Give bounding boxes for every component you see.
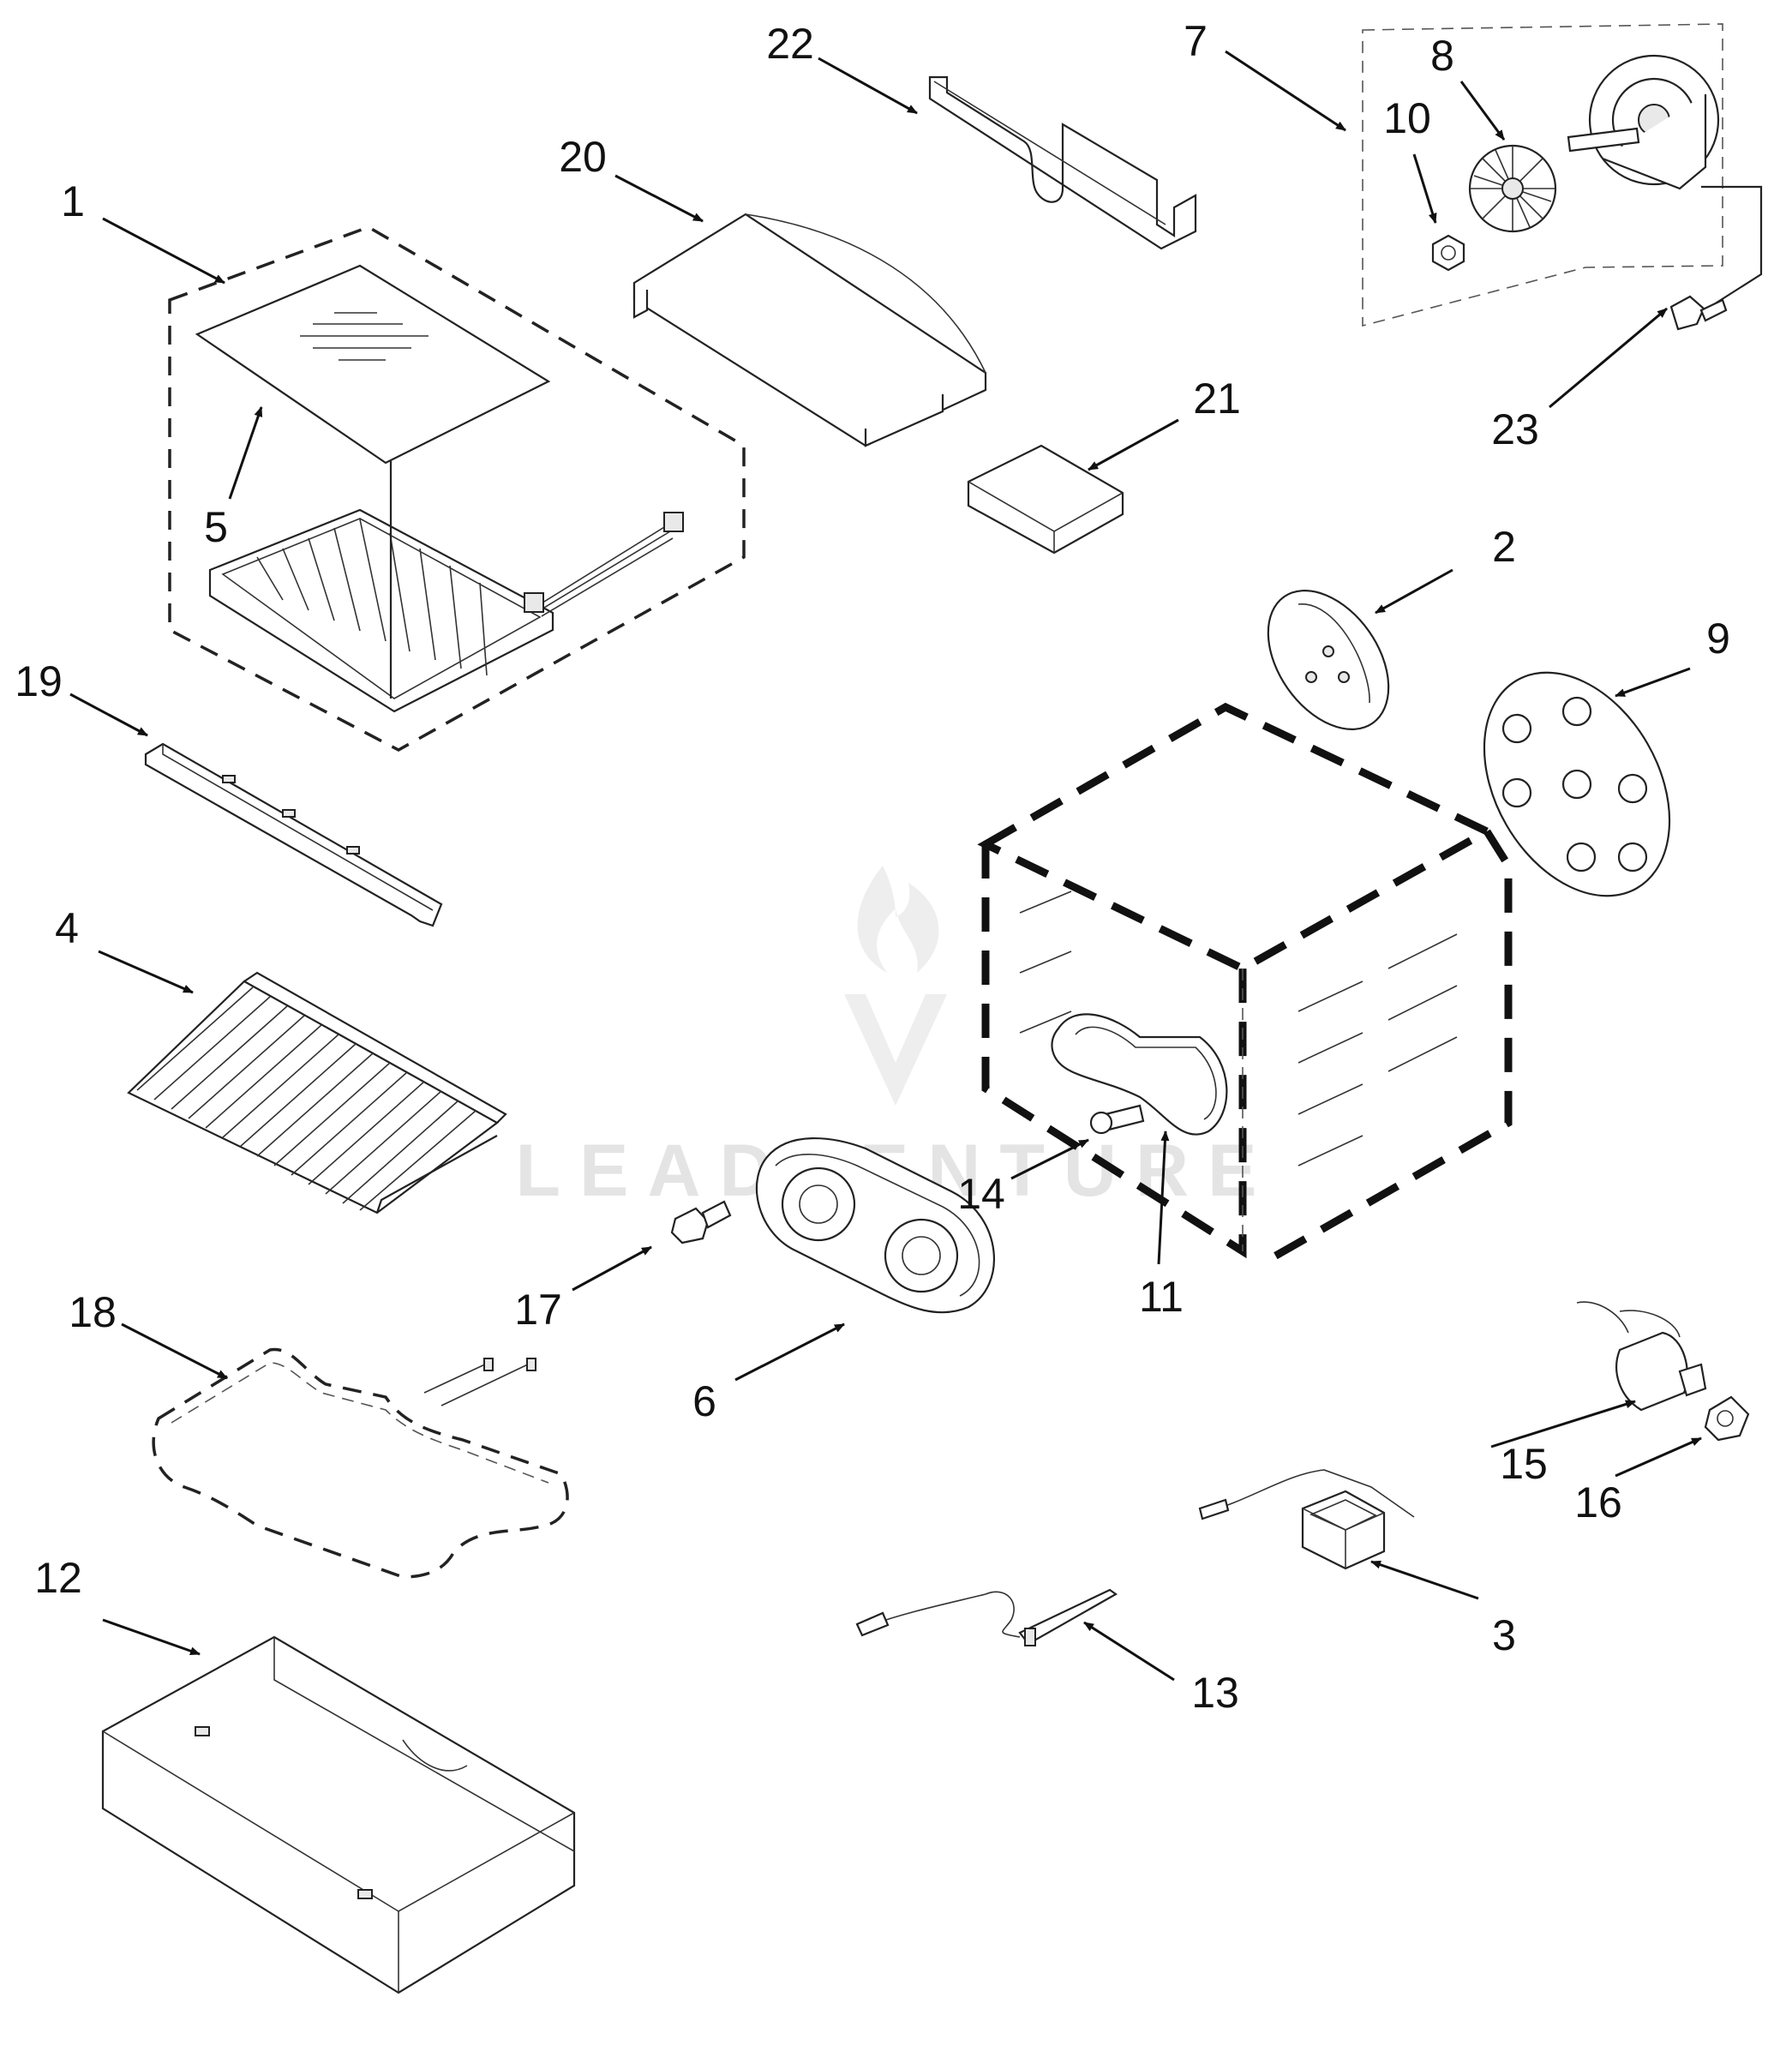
- callout-1: 1: [61, 177, 85, 225]
- part-15-valve: [1576, 1301, 1707, 1412]
- part-17-screw: [670, 1200, 732, 1244]
- callout-2: 2: [1492, 523, 1516, 571]
- part-18-broil-element: [152, 1347, 569, 1579]
- callout-17: 17: [514, 1286, 562, 1334]
- callout-8: 8: [1430, 32, 1454, 80]
- callout-6: 6: [692, 1377, 716, 1425]
- callout-4: 4: [55, 904, 79, 952]
- part-9-gasket: [1483, 671, 1671, 897]
- callout-arrows: [69, 50, 1702, 1682]
- callout-11: 11: [1139, 1273, 1184, 1321]
- callout-13: 13: [1191, 1669, 1239, 1717]
- part-19-rail: [144, 742, 443, 927]
- callout-12: 12: [34, 1554, 82, 1602]
- part-1-assembly: [168, 225, 746, 752]
- callout-22: 22: [766, 20, 814, 68]
- callout-15: 15: [1500, 1440, 1548, 1488]
- callout-20: 20: [559, 133, 607, 181]
- part-12-tray: [101, 1635, 576, 1994]
- part-6-fan-cover: [755, 1137, 995, 1314]
- callout-16: 16: [1574, 1478, 1622, 1526]
- callout-14: 14: [957, 1170, 1005, 1218]
- part-21-bracket: [967, 444, 1124, 555]
- callout-18: 18: [69, 1288, 117, 1336]
- callout-23: 23: [1491, 405, 1539, 453]
- part-16-nut: [1704, 1395, 1750, 1442]
- oven-cavity: [977, 702, 1513, 1263]
- part-20-panel: [632, 213, 987, 447]
- part-7-motor-assembly: [1362, 23, 1763, 331]
- callout-19: 19: [15, 657, 63, 705]
- callout-3: 3: [1492, 1611, 1516, 1659]
- callout-21: 21: [1193, 375, 1241, 423]
- callout-7: 7: [1184, 17, 1208, 65]
- part-4-rack: [127, 971, 507, 1214]
- part-13-probe: [855, 1588, 1118, 1646]
- part-2-disc: [1267, 590, 1390, 730]
- callout-10: 10: [1383, 94, 1431, 142]
- part-22-shield: [928, 75, 1197, 250]
- callout-9: 9: [1706, 615, 1730, 663]
- callout-5: 5: [204, 503, 228, 551]
- callout-labels: 1 2 3 4 5 6 7 8 9 10 11 12 13 14 15 16 1…: [15, 17, 1730, 1717]
- part-3-sensor: [1198, 1469, 1415, 1570]
